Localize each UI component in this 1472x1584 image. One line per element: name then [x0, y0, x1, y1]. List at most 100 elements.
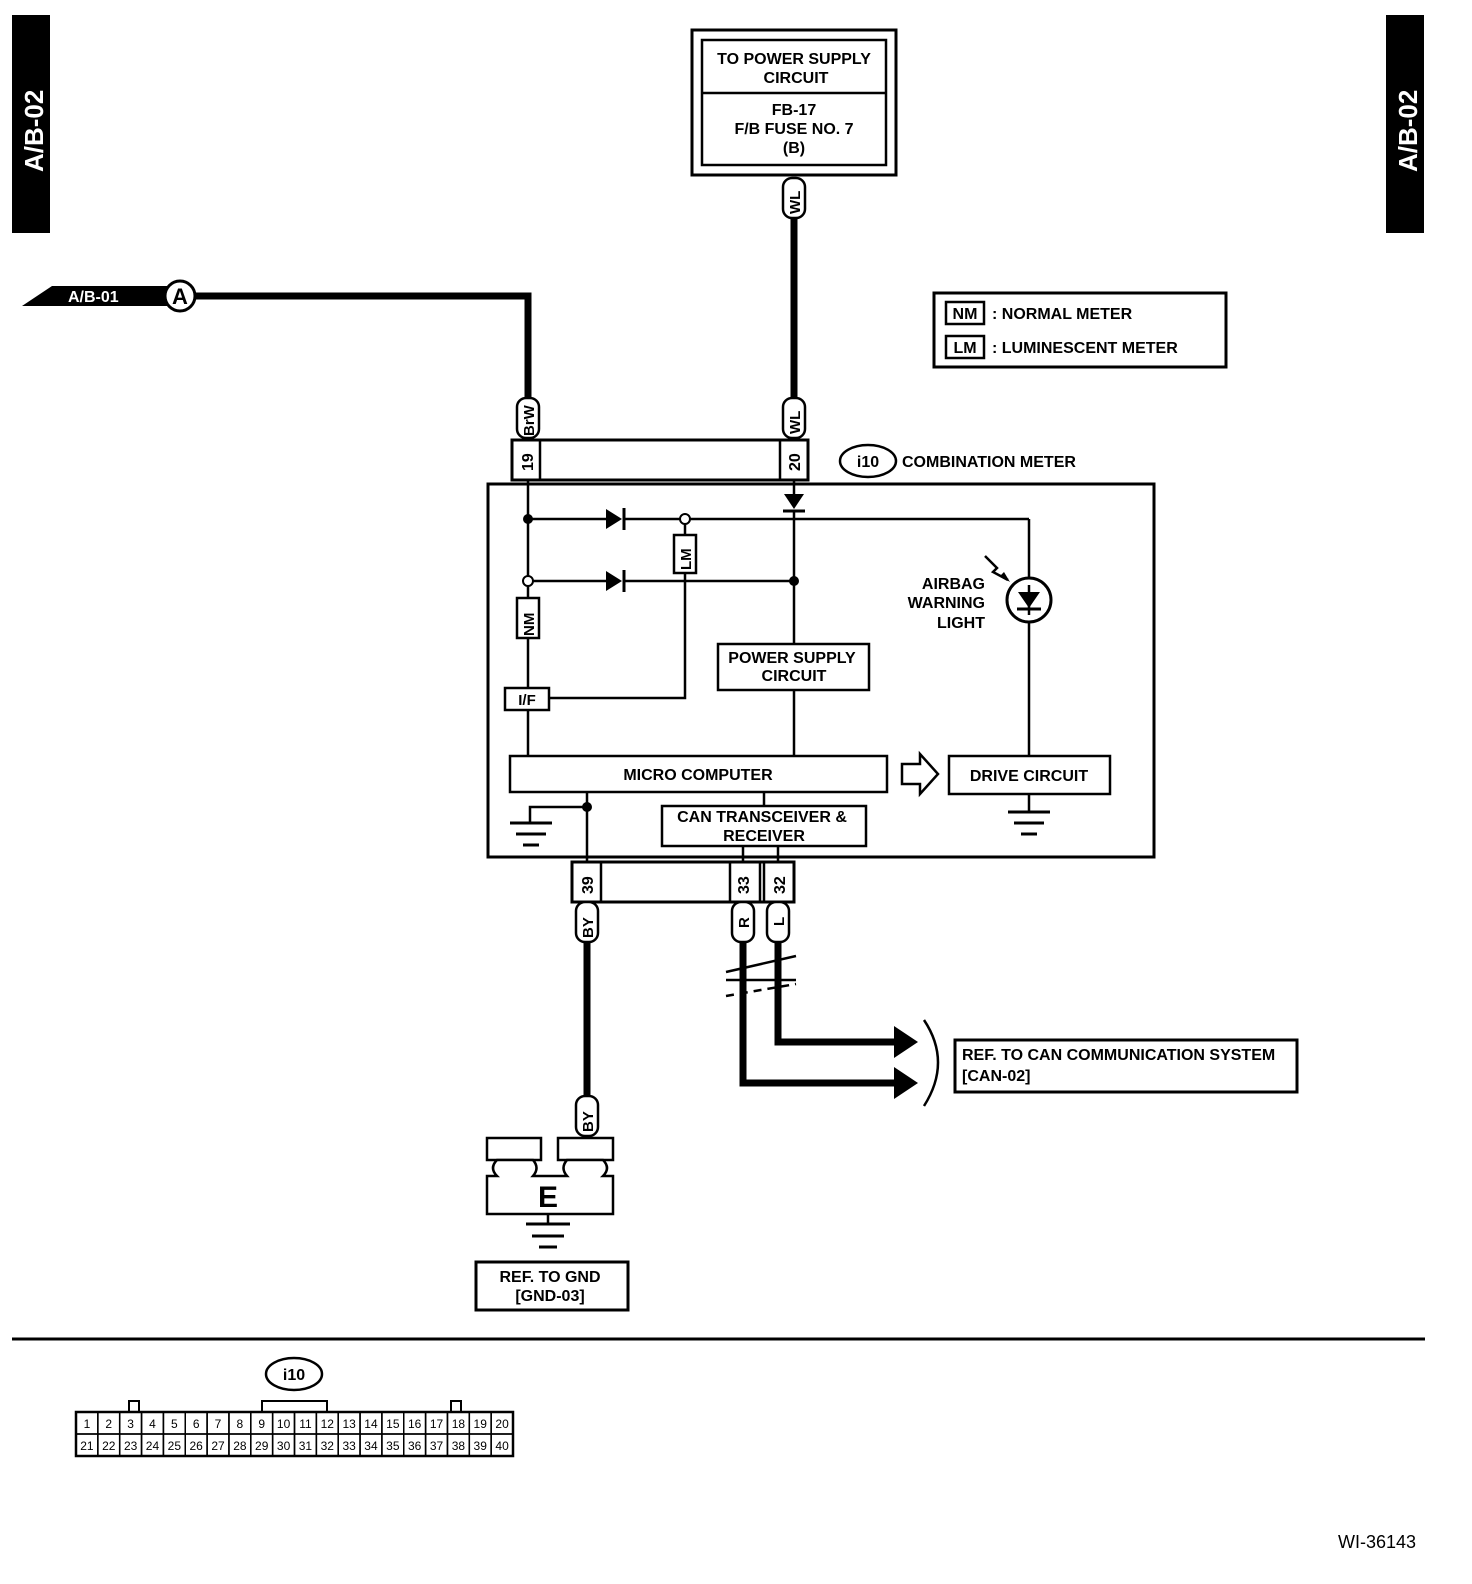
- connector-face-pin-number: 9: [258, 1417, 265, 1431]
- connector-face-pin-number: 21: [80, 1439, 94, 1453]
- can-ref-line2: [CAN-02]: [962, 1068, 1030, 1085]
- connector-face-pin-number: 17: [430, 1417, 444, 1431]
- nm-tag: NM: [521, 613, 538, 636]
- lm-tag: LM: [678, 548, 695, 570]
- connector-face-pin-number: 33: [342, 1439, 356, 1453]
- fuse-suffix: (B): [783, 140, 805, 157]
- gnd-ref-line1: REF. TO GND: [499, 1269, 600, 1286]
- connector-face-pin-number: 8: [237, 1417, 244, 1431]
- connector-face-pin-number: 2: [105, 1417, 112, 1431]
- wire-label-by-bottom: BY: [580, 1111, 597, 1132]
- connector-face-pin-number: 10: [277, 1417, 291, 1431]
- side-tab-right: A/B-02: [1386, 15, 1424, 233]
- airbag-label-1: AIRBAG: [922, 576, 985, 593]
- can-wires: R L: [725, 900, 940, 1107]
- micro-computer-label: MICRO COMPUTER: [623, 767, 773, 784]
- ref-in-ab01: A/B-01 A BrW: [22, 279, 541, 440]
- pin-19: 19: [520, 453, 537, 471]
- meter-internal-circuit: LM NM I/F POWER SUPPLY CIRCUIT AIRBAG WA…: [503, 480, 1112, 862]
- connector-face-pin-number: 14: [364, 1417, 378, 1431]
- connector-face-cell: [490, 1433, 514, 1457]
- combination-meter-label: COMBINATION METER: [902, 454, 1076, 471]
- airbag-label-3: LIGHT: [937, 615, 985, 632]
- if-tag: I/F: [518, 692, 536, 709]
- connector-face-pin-number: 20: [495, 1417, 509, 1431]
- connector-face-pin-number: 30: [277, 1439, 291, 1453]
- ground-terminal-e: E: [485, 1136, 615, 1249]
- fuse-id: FB-17: [772, 102, 817, 119]
- pin-33: 33: [736, 876, 753, 894]
- wire-label-wl-bottom: WL: [787, 411, 804, 434]
- connector-face-pin-number: 1: [84, 1417, 91, 1431]
- connector-face-pin-number: 5: [171, 1417, 178, 1431]
- side-tab-right-label: A/B-02: [1393, 90, 1423, 172]
- ref-in-label: A/B-01: [68, 289, 119, 306]
- wire-wl: WL WL: [781, 176, 807, 440]
- side-tab-left-label: A/B-02: [19, 90, 49, 172]
- connector-bottom: 39 33 32: [570, 860, 796, 904]
- connector-face-pin-number: 35: [386, 1439, 400, 1453]
- connector-face-pin-number: 13: [342, 1417, 356, 1431]
- connector-face-pin-number: 18: [452, 1417, 466, 1431]
- fuse-name: F/B FUSE NO. 7: [734, 121, 853, 138]
- legend-nm-desc: : NORMAL METER: [992, 306, 1133, 323]
- connector-face-pin-number: 4: [149, 1417, 156, 1431]
- legend-lm-desc: : LUMINESCENT METER: [992, 340, 1178, 357]
- connector-face-pin-number: 23: [124, 1439, 138, 1453]
- connector-face-pin-number: 31: [299, 1439, 313, 1453]
- connector-face-pin-number: 25: [168, 1439, 182, 1453]
- power-supply-box: TO POWER SUPPLY CIRCUIT FB-17 F/B FUSE N…: [690, 28, 898, 177]
- drive-circuit-label: DRIVE CIRCUIT: [970, 768, 1088, 785]
- connector-face-pin-number: 34: [364, 1439, 378, 1453]
- wire-label-brw: BrW: [521, 404, 538, 436]
- wire-label-r: R: [736, 917, 753, 928]
- meter-psc-line2: CIRCUIT: [762, 668, 827, 685]
- pin-32: 32: [772, 876, 789, 894]
- connector-face-pin-number: 26: [189, 1439, 203, 1453]
- connector-face-pin-number: 24: [146, 1439, 160, 1453]
- legend-lm-code: LM: [953, 340, 976, 357]
- connector-face-pin-number: 12: [321, 1417, 335, 1431]
- connector-face-pin-number: 27: [211, 1439, 225, 1453]
- ref-in-marker: A: [172, 284, 188, 309]
- connector-face-pin-number: 32: [321, 1439, 335, 1453]
- power-box-title-1: TO POWER SUPPLY: [717, 51, 871, 68]
- combination-meter-box: [486, 482, 1156, 859]
- ground-letter: E: [538, 1181, 558, 1214]
- can-ref-line1: REF. TO CAN COMMUNICATION SYSTEM: [962, 1047, 1275, 1064]
- connector-face-pin-number: 15: [386, 1417, 400, 1431]
- connector-face-id: i10: [283, 1367, 305, 1384]
- can-transceiver-line2: RECEIVER: [723, 828, 805, 845]
- airbag-label-2: WARNING: [908, 595, 985, 612]
- connector-face-pin-number: 38: [452, 1439, 466, 1453]
- connector-face-pin-number: 36: [408, 1439, 422, 1453]
- connector-face-pin-number: 7: [215, 1417, 222, 1431]
- gnd-ref-box: REF. TO GND [GND-03]: [474, 1260, 630, 1312]
- connector-face-pin-number: 29: [255, 1439, 269, 1453]
- connector-top: 19 20 i10 COMBINATION METER: [510, 438, 1076, 482]
- wire-label-wl-top: WL: [787, 191, 804, 214]
- connector-face-pin-number: 16: [408, 1417, 422, 1431]
- legend-box: NM : NORMAL METER LM : LUMINESCENT METER: [932, 291, 1228, 369]
- wire-by: BY BY: [574, 900, 600, 1138]
- connector-face-pin-number: 19: [474, 1417, 488, 1431]
- connector-face-pin-number: 40: [495, 1439, 509, 1453]
- legend-nm-code: NM: [953, 306, 978, 323]
- can-ref-box: REF. TO CAN COMMUNICATION SYSTEM [CAN-02…: [953, 1038, 1299, 1094]
- connector-face-pin-number: 3: [127, 1417, 134, 1431]
- pin-39: 39: [580, 876, 597, 894]
- connector-face-pin-number: 11: [299, 1417, 312, 1431]
- connector-face-pin-number: 39: [474, 1439, 488, 1453]
- connector-id-i10: i10: [857, 454, 879, 471]
- connector-face-pin-number: 37: [430, 1439, 444, 1453]
- connector-face-pin-number: 28: [233, 1439, 247, 1453]
- can-transceiver-line1: CAN TRANSCEIVER &: [677, 809, 847, 826]
- connector-face-pin-number: 6: [193, 1417, 200, 1431]
- power-box-title-2: CIRCUIT: [764, 70, 829, 87]
- side-tab-left: A/B-02: [12, 15, 50, 233]
- connector-face-pin-number: 22: [102, 1439, 116, 1453]
- meter-psc-line1: POWER SUPPLY: [728, 650, 856, 667]
